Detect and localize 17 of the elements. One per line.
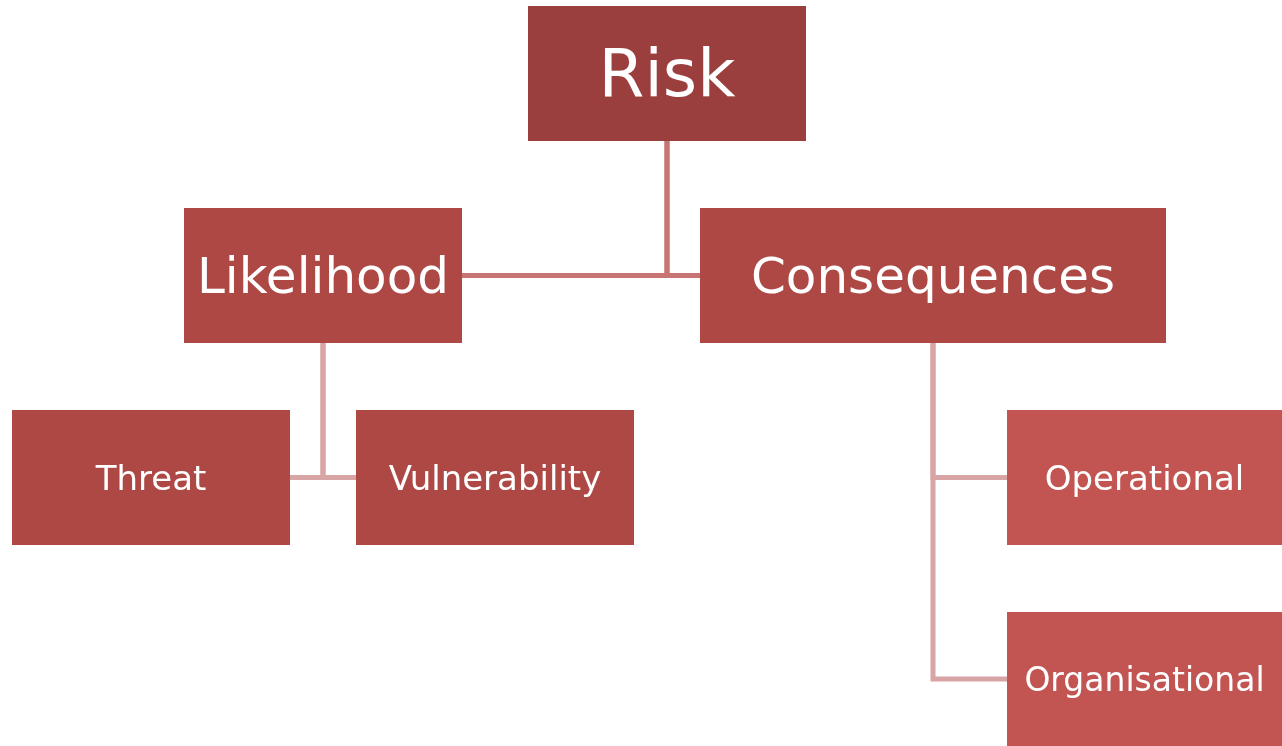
hierarchy-box — [528, 6, 806, 141]
box-label: Vulnerability — [388, 457, 602, 498]
box-label: Threat — [95, 457, 207, 498]
box-label: Risk — [598, 35, 736, 112]
connector-line — [664, 141, 700, 278]
box-label: Organisational — [1024, 659, 1265, 699]
hierarchy-box — [12, 410, 290, 545]
hierarchy-box — [184, 208, 462, 343]
hierarchy-box — [356, 410, 634, 545]
connector-line — [320, 343, 356, 480]
box-label: Likelihood — [196, 246, 450, 305]
hierarchy-box — [1007, 612, 1282, 746]
hierarchy-box — [1007, 410, 1282, 545]
box-label: Operational — [1044, 457, 1245, 498]
box-label: Consequences — [750, 246, 1116, 305]
connector-line — [930, 343, 1007, 682]
hierarchy-box — [700, 208, 1166, 343]
